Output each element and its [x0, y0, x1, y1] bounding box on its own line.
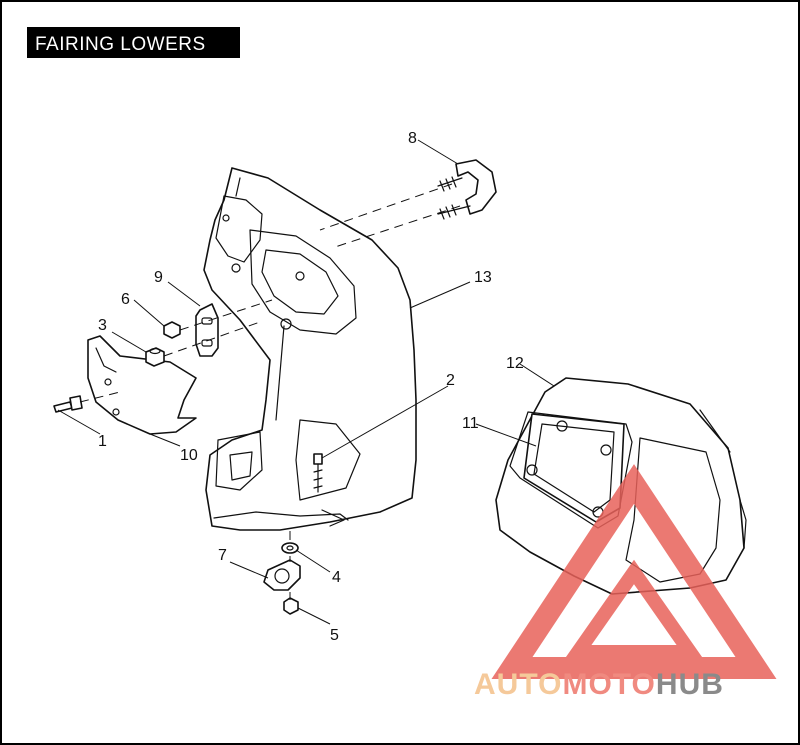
part-5-nut: [283, 597, 299, 615]
part-3-spacer: [145, 347, 165, 367]
callout-12: 12: [506, 355, 524, 372]
svg-text:AUTOMOTOHUB: AUTOMOTOHUB: [474, 668, 724, 701]
watermark-triangle-outer: [491, 464, 777, 679]
watermark-auto: AUTO: [474, 668, 562, 701]
callout-5: 5: [330, 627, 339, 644]
leader-lines: [57, 139, 555, 625]
callout-4: 4: [332, 569, 341, 586]
part-10-cover: [87, 335, 197, 435]
part-9-bracket: [195, 303, 219, 357]
part-7-clamp: [263, 559, 301, 591]
watermark-triangle-inner: [564, 559, 704, 659]
callout-numbers: 8 9 6 3 1 10 2 13 12 11 7 4 5: [98, 130, 524, 644]
watermark-text: AUTOMOTOHUB: [474, 668, 724, 701]
part-6-nut: [163, 321, 181, 339]
callout-2: 2: [446, 372, 455, 389]
watermark-moto: MOTO: [562, 668, 655, 701]
callout-10: 10: [180, 447, 198, 464]
callout-3: 3: [98, 317, 107, 334]
part-4-washer: [281, 542, 299, 554]
part-8-clamp: [437, 159, 497, 220]
assembly-lines: [79, 183, 461, 600]
watermark-logo: [491, 464, 777, 679]
part-1-screw: [53, 395, 83, 413]
title-background: [27, 27, 240, 58]
diagram-title: FAIRING LOWERS: [35, 34, 206, 55]
callout-9: 9: [154, 269, 163, 286]
callout-7: 7: [218, 547, 227, 564]
callout-13: 13: [474, 269, 492, 286]
callout-8: 8: [408, 130, 417, 147]
callout-6: 6: [121, 291, 130, 308]
watermark-hub: HUB: [656, 668, 724, 701]
part-13-fairing-lower: [203, 167, 417, 531]
part-2-screw: [313, 453, 323, 493]
title-banner: FAIRING LOWERS: [27, 27, 240, 58]
callout-11: 11: [462, 415, 479, 432]
callout-1: 1: [98, 433, 107, 450]
